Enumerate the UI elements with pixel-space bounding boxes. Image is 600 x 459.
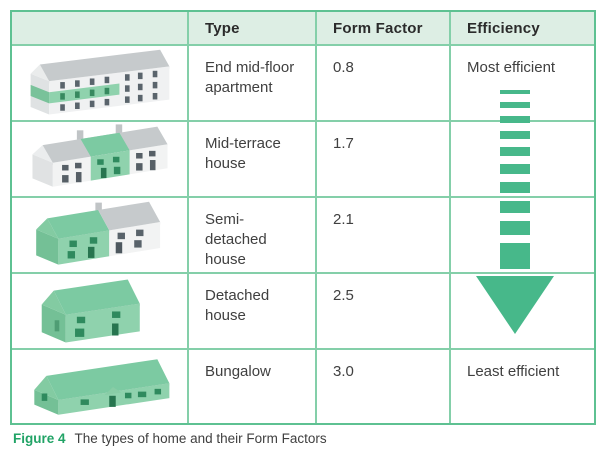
header-image-column <box>12 12 187 44</box>
row-bungalow-type: Bungalow <box>187 348 315 423</box>
row-terrace-type: Mid-terrace house <box>187 120 315 196</box>
header-type-label: Type <box>205 19 240 37</box>
form-factor-value: 0.8 <box>333 59 354 76</box>
row-detached-efficiency <box>449 272 594 348</box>
row-detached-form-factor: 2.5 <box>315 272 449 348</box>
row-bungalow-form-factor: 3.0 <box>315 348 449 423</box>
type-text: Bungalow <box>205 363 271 380</box>
header-efficiency: Efficiency <box>449 12 594 44</box>
row-semi-image-cell <box>12 196 187 272</box>
row-detached-type: Detached house <box>187 272 315 348</box>
type-text: Mid-terrace house <box>205 135 281 172</box>
row-semi-type: Semi-detached house <box>187 196 315 272</box>
figure-caption-text: The types of home and their Form Factors <box>74 431 327 446</box>
row-apartment-efficiency: Most efficient <box>449 44 594 120</box>
row-semi-form-factor: 2.1 <box>315 196 449 272</box>
detached-house-icon <box>41 279 140 343</box>
header-form-factor-label: Form Factor <box>333 19 423 37</box>
figure-caption: Figure 4 The types of home and their Form… <box>13 431 327 446</box>
form-factor-table: Type Form Factor Efficiency <box>10 10 596 425</box>
efficiency-text: Least efficient <box>467 363 560 380</box>
bungalow-icon <box>33 358 169 415</box>
row-semi-efficiency <box>449 196 594 272</box>
semi-detached-house-icon <box>35 201 160 265</box>
row-bungalow-image-cell <box>12 348 187 423</box>
form-factor-value: 2.1 <box>333 211 354 228</box>
header-efficiency-label: Efficiency <box>467 19 540 37</box>
row-apartment-image-cell <box>12 44 187 120</box>
row-terrace-image-cell <box>12 120 187 196</box>
form-factor-value: 2.5 <box>333 287 354 304</box>
type-text: End mid-floor apartment <box>205 59 295 96</box>
form-factor-value: 3.0 <box>333 363 354 380</box>
row-apartment-type: End mid-floor apartment <box>187 44 315 120</box>
row-detached-image-cell <box>12 272 187 348</box>
header-form-factor: Form Factor <box>315 12 449 44</box>
header-type: Type <box>187 12 315 44</box>
row-apartment-form-factor: 0.8 <box>315 44 449 120</box>
row-terrace-form-factor: 1.7 <box>315 120 449 196</box>
mid-terrace-house-icon <box>31 124 168 187</box>
row-bungalow-efficiency: Least efficient <box>449 348 594 423</box>
row-terrace-efficiency <box>449 120 594 196</box>
efficiency-text: Most efficient <box>467 59 556 76</box>
type-text: Detached house <box>205 287 270 324</box>
type-text: Semi-detached house <box>205 211 267 268</box>
form-factor-value: 1.7 <box>333 135 354 152</box>
end-mid-floor-apartment-icon <box>30 49 169 115</box>
figure-number: Figure 4 <box>13 431 66 446</box>
